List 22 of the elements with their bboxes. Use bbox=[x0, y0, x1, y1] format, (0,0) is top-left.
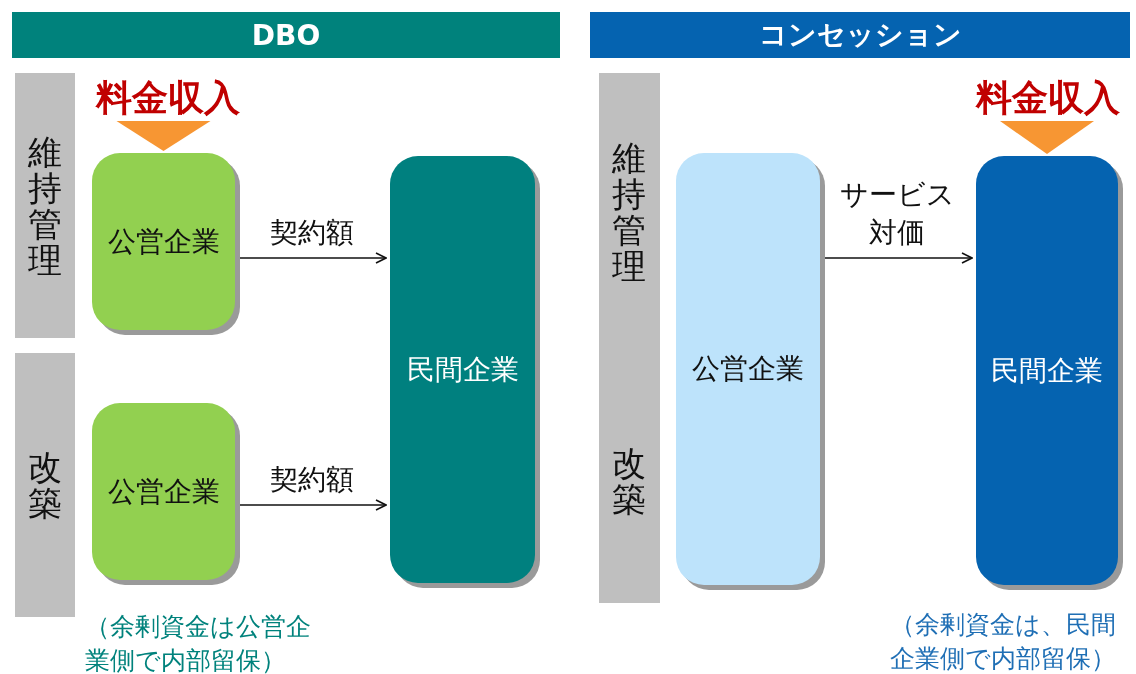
revenue-label: 料金収入 bbox=[968, 76, 1128, 120]
header-title: DBO bbox=[251, 18, 321, 52]
category-label: 改築 bbox=[27, 449, 63, 522]
header-band bbox=[12, 12, 560, 58]
category-band bbox=[15, 353, 75, 617]
entity-label: 公営企業 bbox=[107, 223, 220, 260]
entity-label: 公営企業 bbox=[692, 351, 804, 387]
header-title: コンセッション bbox=[758, 17, 962, 53]
category-label: 改築 bbox=[611, 445, 647, 518]
category-label: 維持管理 bbox=[611, 140, 647, 285]
entity-label: 民間企業 bbox=[406, 351, 519, 388]
category-label: 維持管理 bbox=[27, 133, 63, 278]
chevron-arrow bbox=[1000, 121, 1094, 154]
revenue-label: 料金収入 bbox=[88, 76, 248, 120]
chevron-arrow bbox=[116, 121, 211, 151]
entity-label: 公営企業 bbox=[107, 473, 220, 510]
note-text: （余剰資金は公営企業側で内部留保） bbox=[85, 611, 312, 674]
note-text: （余剰資金は、民間企業側で内部留保） bbox=[890, 609, 1117, 674]
category-band bbox=[599, 73, 660, 603]
entity-label: 民間企業 bbox=[991, 352, 1103, 389]
header-band bbox=[590, 12, 1130, 58]
category-band bbox=[15, 73, 75, 338]
